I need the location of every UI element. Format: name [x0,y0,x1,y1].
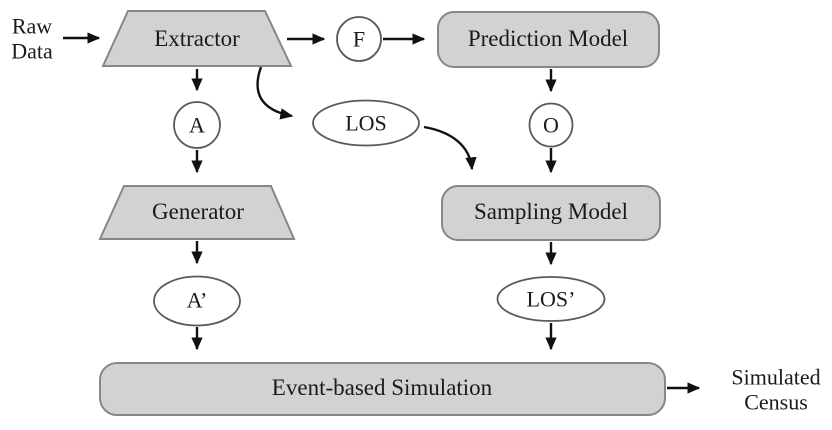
simulated-census-label: Simulated Census [731,364,821,415]
edge-group [63,32,701,394]
los-prime-label: LOS’ [526,286,576,312]
los-label: LOS [345,110,387,136]
sampling-model-label: Sampling Model [474,198,628,224]
f-label: F [352,26,366,52]
raw-data-label: Raw Data [11,13,53,64]
extractor-label: Extractor [154,25,240,51]
event-based-simulation-label: Event-based Simulation [271,374,493,400]
variable-node-group [153,16,606,327]
f-variable-shape [336,16,382,62]
a-prime-label: A’ [186,287,208,313]
arrow-extractor-to-los [256,66,294,120]
arrow-los-to-sampling-model [423,125,477,171]
extractor-node-shape [101,10,293,67]
a-label: A [189,112,205,138]
prediction-model-node-shape [437,11,660,68]
process-node-group [98,10,666,416]
a-variable-shape [173,101,221,149]
a-prime-variable-shape [153,275,241,327]
prediction-model-label: Prediction Model [467,25,629,51]
generator-label: Generator [152,198,244,224]
los-prime-variable-shape [496,276,606,322]
event-based-simulation-node-shape [99,362,666,416]
o-variable-shape [528,102,574,148]
o-label: O [543,112,559,138]
sampling-model-node-shape [441,185,661,241]
los-variable-shape [312,99,420,147]
generator-node-shape [98,185,296,240]
